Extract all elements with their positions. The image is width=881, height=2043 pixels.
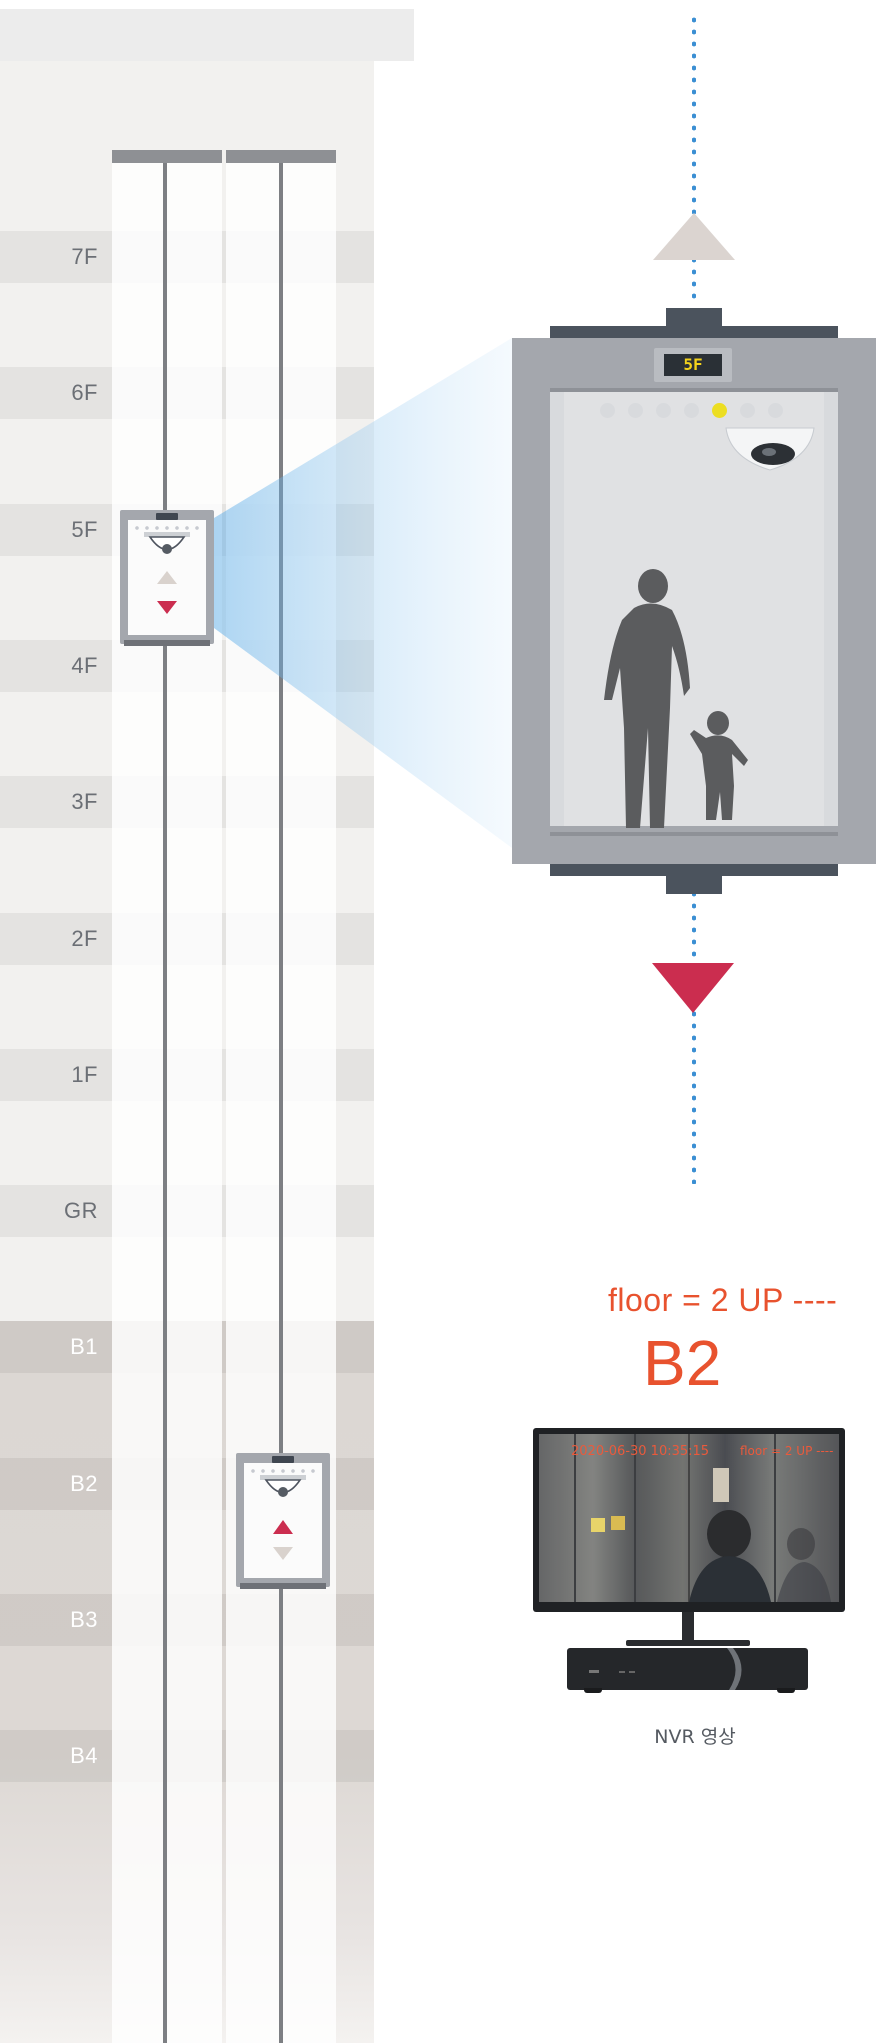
down-arrow-icon [273, 1547, 293, 1560]
down-arrow-icon [652, 963, 734, 1013]
cctv-footage [539, 1434, 839, 1602]
elevator-car-1[interactable] [120, 510, 214, 648]
monitor-screen: 2020-06-30 10:35:15 floor = 2 UP ---- [539, 1434, 839, 1602]
down-arrow-icon [157, 601, 177, 614]
nvr-caption: NVR 영상 [580, 1722, 810, 1749]
up-arrow-icon [653, 213, 735, 260]
dome-camera-icon [726, 428, 814, 470]
footage-floor-overlay: floor = 2 UP ---- [740, 1444, 833, 1458]
footage-timestamp: 2020-06-30 10:35:15 [571, 1444, 709, 1459]
car-base [124, 640, 210, 646]
cabin-scene [512, 308, 876, 893]
nvr-monitor: 2020-06-30 10:35:15 floor = 2 UP ---- [533, 1428, 845, 1612]
cabin-bottom-block [666, 874, 722, 894]
direction-arrows [120, 510, 214, 648]
up-arrow-icon [157, 571, 177, 584]
adult-silhouette [604, 569, 690, 828]
elevator-car-2[interactable] [236, 1453, 330, 1591]
elevator-cabin-closeup: 5F [512, 308, 876, 893]
nvr-foot [777, 1688, 795, 1693]
direction-arrows [236, 1453, 330, 1591]
floor-status-text: floor = 2 UP ---- [608, 1282, 837, 1319]
monitor-foot [626, 1640, 750, 1646]
up-arrow-icon [273, 1520, 293, 1534]
child-silhouette [690, 711, 748, 820]
nvr-foot [584, 1688, 602, 1693]
travel-path-down [692, 888, 696, 1184]
nvr-front-stripe [567, 1648, 808, 1690]
current-floor-label: B2 [643, 1331, 721, 1395]
nvr-recorder [567, 1648, 808, 1690]
car-base [240, 1583, 326, 1589]
